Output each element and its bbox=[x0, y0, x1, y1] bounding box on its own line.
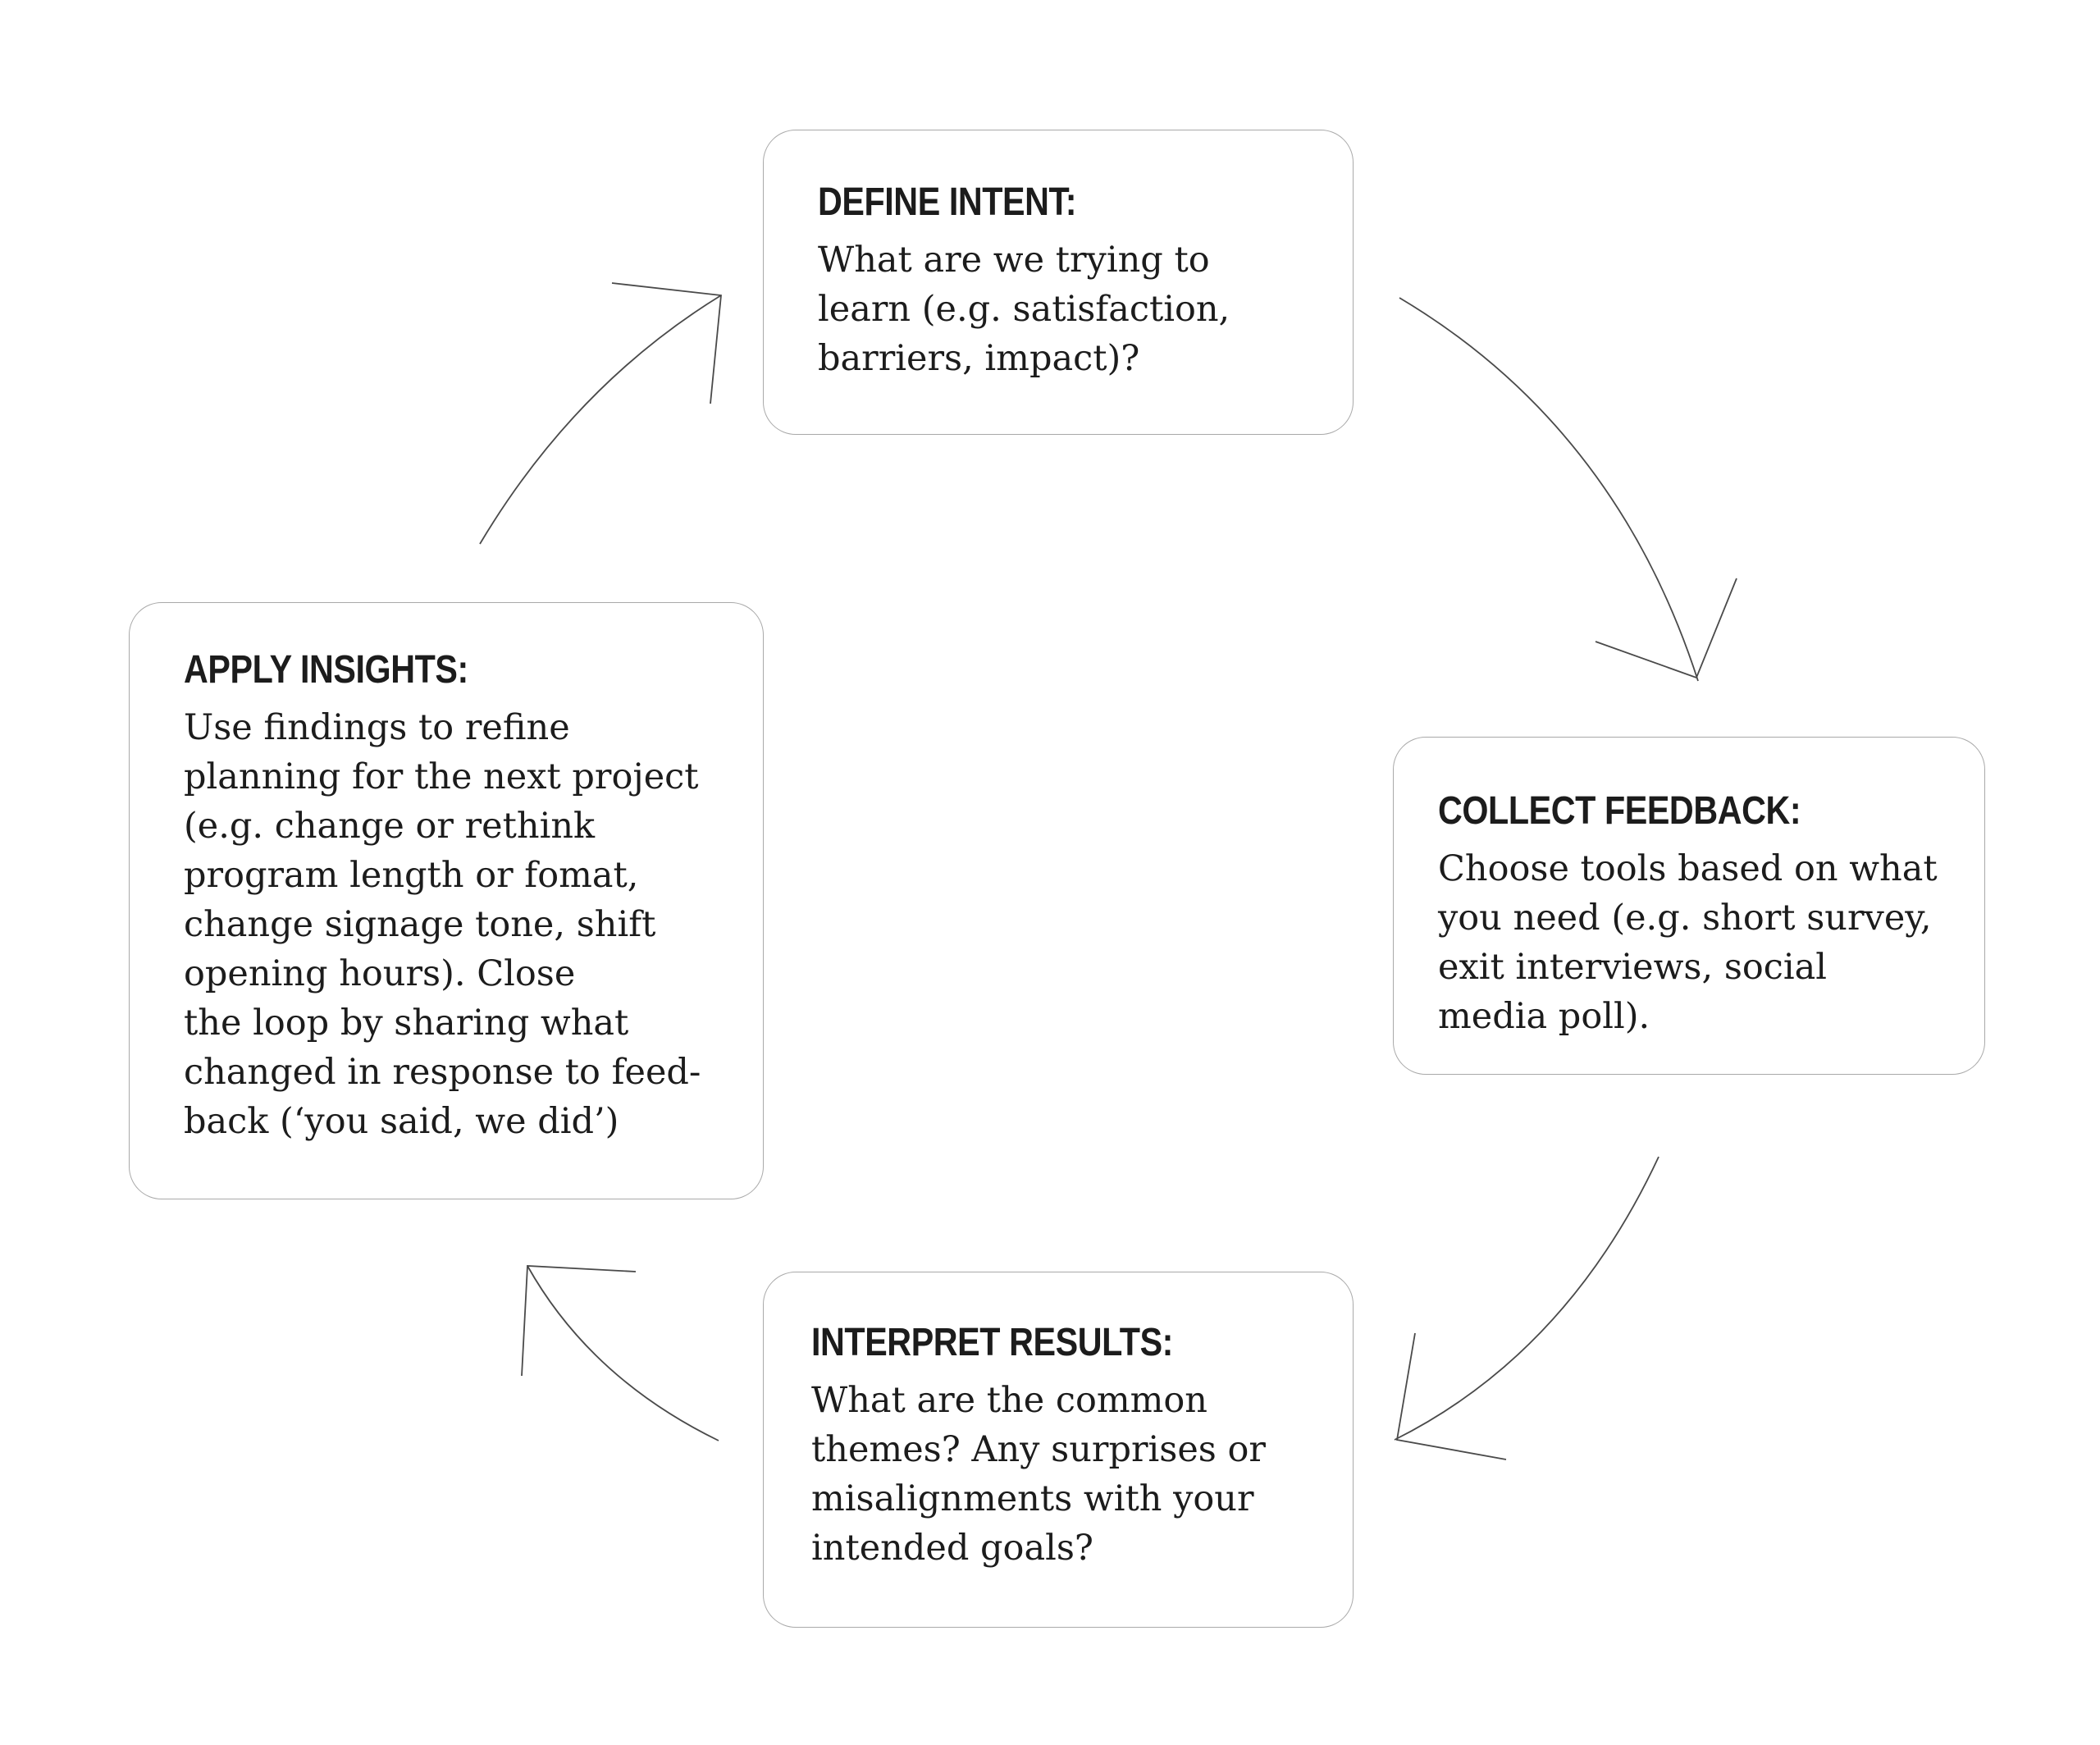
arrow-collect-to-interpret-curve bbox=[1394, 1156, 1659, 1441]
step-description-line: misalignments with your bbox=[811, 1478, 1254, 1519]
step-description: Choose tools based on what you need (e.g… bbox=[1438, 844, 1984, 1041]
step-title: DEFINE INTENT: bbox=[818, 180, 1077, 224]
step-define-intent: DEFINE INTENT: What are we trying to lea… bbox=[763, 130, 1354, 435]
step-description: Use findings to refine planning for the … bbox=[184, 703, 763, 1146]
arrow-define-to-collect-curve bbox=[1399, 297, 1699, 682]
step-description-line: barriers, impact)? bbox=[818, 338, 1140, 379]
step-description-line: program length or fomat, bbox=[184, 855, 639, 896]
step-description-line: themes? Any surprises or bbox=[811, 1429, 1266, 1470]
arrow-define-to-collect-head bbox=[1595, 578, 1737, 679]
step-description-line: learn (e.g. satisfaction, bbox=[818, 289, 1230, 330]
step-collect-feedback: COLLECT FEEDBACK: Choose tools based on … bbox=[1393, 737, 1985, 1075]
step-description-line: Choose tools based on what bbox=[1438, 848, 1938, 889]
step-description-line: (e.g. change or rethink bbox=[184, 806, 596, 847]
step-title: APPLY INSIGHTS: bbox=[184, 648, 468, 692]
step-description-line: you need (e.g. short survey, bbox=[1438, 898, 1932, 939]
step-description-line: exit interviews, social bbox=[1438, 947, 1828, 988]
arrow-apply-to-define bbox=[479, 282, 722, 545]
arrow-interpret-to-apply bbox=[521, 1265, 719, 1441]
step-title: INTERPRET RESULTS: bbox=[811, 1321, 1174, 1364]
step-description-line: What are the common bbox=[811, 1380, 1208, 1421]
arrow-apply-to-define-curve bbox=[479, 295, 722, 545]
step-description-line: intended goals? bbox=[811, 1528, 1093, 1569]
step-description-line: planning for the next project bbox=[184, 756, 699, 797]
arrow-interpret-to-apply-curve bbox=[527, 1265, 719, 1441]
step-description-line: the loop by sharing what bbox=[184, 1003, 629, 1044]
step-description-line: opening hours). Close bbox=[184, 953, 576, 994]
step-title: COLLECT FEEDBACK: bbox=[1438, 789, 1801, 833]
step-description-line: changed in response to feed- bbox=[184, 1052, 701, 1093]
arrow-collect-to-interpret-head bbox=[1395, 1332, 1507, 1460]
arrow-apply-to-define-head bbox=[611, 282, 722, 404]
arrow-collect-to-interpret bbox=[1394, 1156, 1659, 1460]
step-description-line: change signage tone, shift bbox=[184, 904, 656, 945]
step-apply-insights: APPLY INSIGHTS: Use findings to refine p… bbox=[129, 602, 764, 1199]
arrow-define-to-collect bbox=[1399, 297, 1737, 682]
step-description-line: back (‘you said, we did’) bbox=[184, 1101, 619, 1142]
step-description-line: Use findings to refine bbox=[184, 707, 570, 748]
step-description: What are we trying to learn (e.g. satisf… bbox=[818, 235, 1353, 383]
step-description-line: What are we trying to bbox=[818, 240, 1210, 281]
step-description-line: media poll). bbox=[1438, 996, 1650, 1037]
arrow-interpret-to-apply-head bbox=[521, 1265, 637, 1377]
step-description: What are the common themes? Any surprise… bbox=[811, 1376, 1353, 1573]
step-interpret-results: INTERPRET RESULTS: What are the common t… bbox=[763, 1272, 1354, 1628]
